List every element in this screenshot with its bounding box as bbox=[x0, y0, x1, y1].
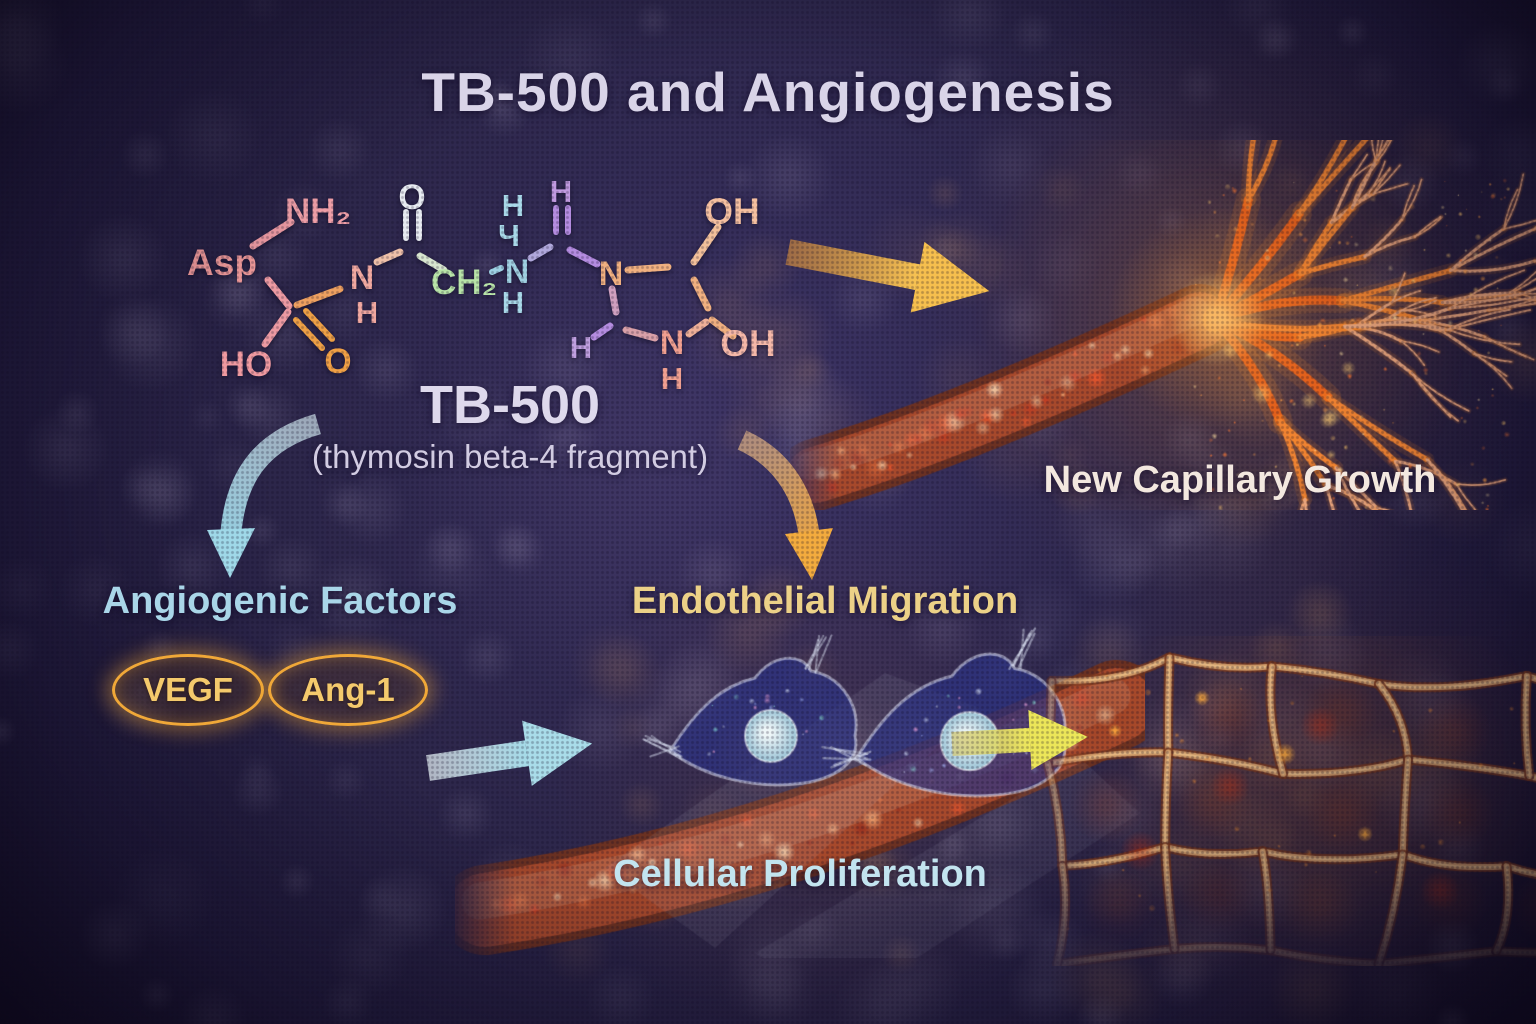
label-endothelial-migration: Endothelial Migration bbox=[631, 580, 1019, 622]
badge-vegf-label: VEGF bbox=[143, 671, 233, 708]
badge-ang1-label: Ang-1 bbox=[301, 671, 395, 708]
page-title: TB-500 and Angiogenesis bbox=[421, 61, 1115, 123]
badge-vegf: VEGF bbox=[112, 654, 264, 726]
arrow-to-new-capillary-growth bbox=[785, 239, 990, 313]
molecule-name: TB-500 bbox=[419, 375, 601, 435]
label-cellular-proliferation: Cellular Proliferation bbox=[613, 853, 987, 895]
arrow-factors-to-cells bbox=[426, 720, 593, 786]
molecule-subtitle: (thymosin beta-4 fragment) bbox=[311, 438, 709, 475]
badge-ang1: Ang-1 bbox=[268, 654, 428, 726]
label-angiogenic-factors: Angiogenic Factors bbox=[102, 580, 458, 622]
arrow-cells-to-mesh bbox=[951, 709, 1088, 770]
label-new-capillary-growth: New Capillary Growth bbox=[1043, 459, 1437, 501]
